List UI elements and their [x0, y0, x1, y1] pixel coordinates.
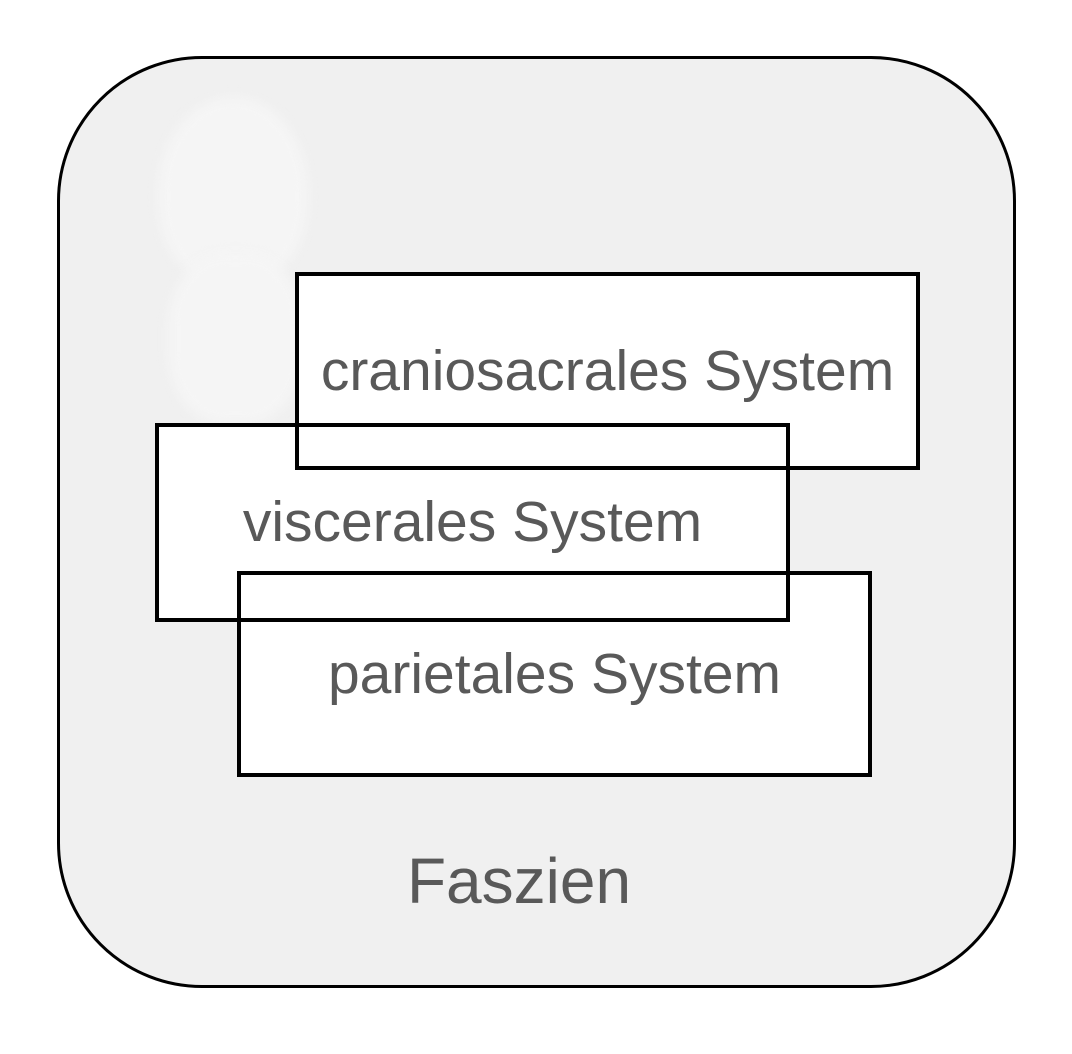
- visceral-system-label: viscerales System: [242, 490, 703, 554]
- faszien-label: Faszien: [406, 845, 632, 917]
- box-craniosacral-system: craniosacrales System: [295, 272, 920, 470]
- craniosacral-system-label: craniosacrales System: [320, 338, 895, 403]
- box-visceral-system: viscerales System: [155, 423, 790, 622]
- watermark-ghost-bottom: [168, 254, 303, 424]
- box-parietal-system: parietales System: [237, 571, 872, 777]
- box-fill-parietal: [237, 571, 872, 777]
- parietal-system-label: parietales System: [327, 641, 782, 706]
